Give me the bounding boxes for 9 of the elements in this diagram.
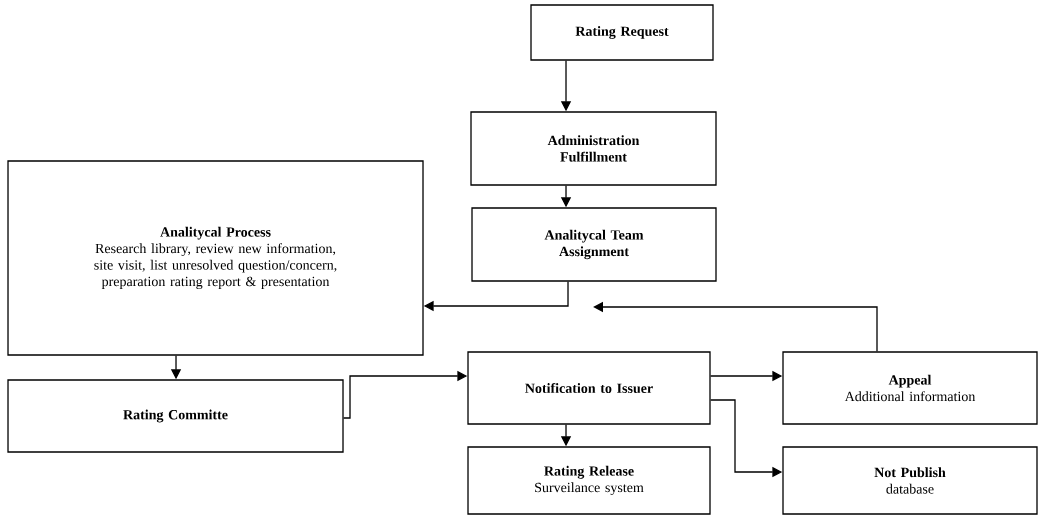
process-box: Rating Release Surveilance system [467, 446, 711, 515]
process-box: Appeal Additional information [782, 351, 1038, 425]
process-box: Rating Committe [7, 379, 344, 453]
process-box: Analitycal Team Assignment [471, 207, 717, 282]
process-box: Administration Fulfillment [470, 111, 717, 186]
process-box: Not Publish database [782, 446, 1038, 515]
process-box: Notification to Issuer [467, 351, 711, 425]
process-box: Rating Request [530, 4, 714, 61]
process-box: Analitycal Process Research library, review new information, site visit, list unresolved question/concern, preparation rating report & presentation [7, 160, 424, 356]
